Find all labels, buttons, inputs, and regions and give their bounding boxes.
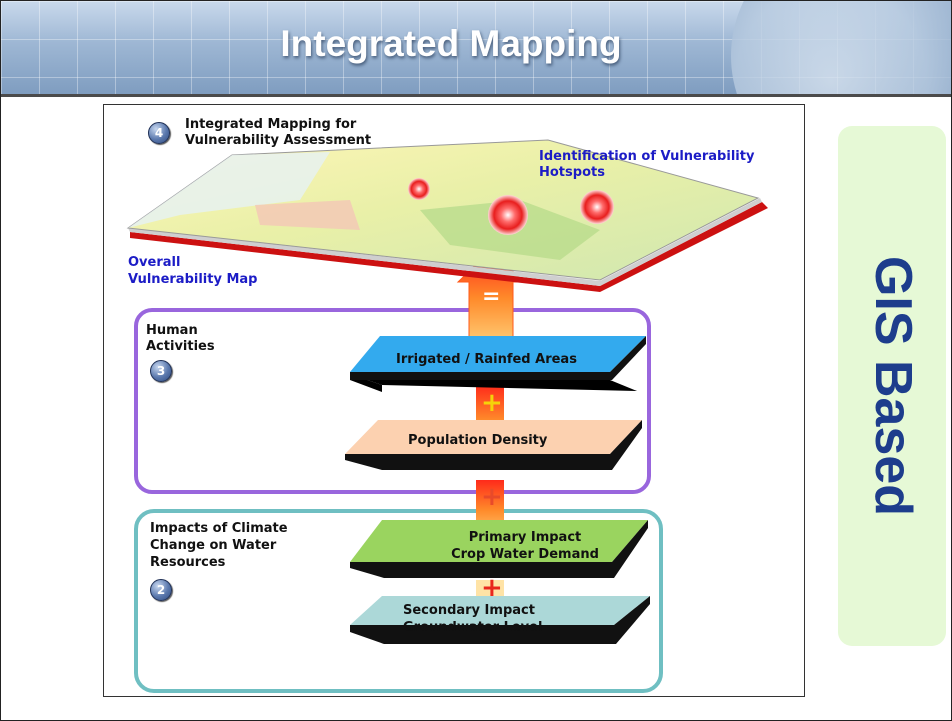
slide-header: Integrated Mapping bbox=[1, 1, 951, 94]
layer-secondary-slab bbox=[350, 596, 650, 625]
layer-population-slab bbox=[345, 420, 642, 454]
step-3-label: Human Activities bbox=[146, 323, 215, 354]
step-4-badge: 4 bbox=[148, 122, 170, 144]
step-4-label: Integrated Mapping for Vulnerability Ass… bbox=[185, 117, 372, 148]
human-activities-frame bbox=[134, 308, 651, 494]
slide-title: Integrated Mapping bbox=[280, 23, 622, 64]
layer-irrigated-label: Irrigated / Rainfed Areas bbox=[396, 352, 577, 367]
climate-impacts-frame bbox=[134, 509, 663, 693]
layer-primary-label: Primary Impact Crop Water Demand bbox=[451, 530, 599, 562]
step-3-badge: 3 bbox=[150, 360, 172, 382]
map-ocean-left bbox=[128, 152, 330, 228]
layer-primary-slab bbox=[350, 520, 648, 562]
plus-symbol-irrigated-population: + bbox=[481, 388, 503, 418]
hotspot-marker-1 bbox=[408, 178, 430, 200]
side-panel bbox=[838, 126, 946, 646]
map-grid-patch bbox=[255, 200, 360, 230]
hotspot-marker-2 bbox=[488, 195, 528, 235]
globe-icon bbox=[731, 1, 951, 94]
hotspot-marker-3 bbox=[580, 190, 614, 224]
layer-population-side bbox=[345, 420, 642, 470]
layer-secondary-side bbox=[350, 596, 650, 644]
plus-symbol-primary-secondary: + bbox=[481, 573, 503, 603]
step-2-badge: 2 bbox=[150, 579, 172, 601]
step-2-label: Impacts of Climate Change on Water Resou… bbox=[150, 521, 288, 570]
layer-irrigated-side bbox=[350, 336, 646, 380]
layer-secondary-label: Secondary Impact Groundwater Level bbox=[403, 603, 543, 635]
overall-map-label: Overall Vulnerability Map bbox=[128, 255, 258, 287]
plus-symbol-human-impacts: + bbox=[481, 482, 503, 512]
layer-population-label: Population Density bbox=[408, 433, 548, 448]
equals-symbol: = bbox=[482, 284, 501, 309]
map-edge bbox=[130, 202, 768, 292]
header-divider bbox=[1, 94, 951, 97]
layer-primary-side bbox=[350, 520, 648, 578]
hotspots-label: Identification of Vulnerability Hotspots bbox=[539, 149, 755, 180]
layer-irrigated-slab bbox=[350, 336, 646, 372]
